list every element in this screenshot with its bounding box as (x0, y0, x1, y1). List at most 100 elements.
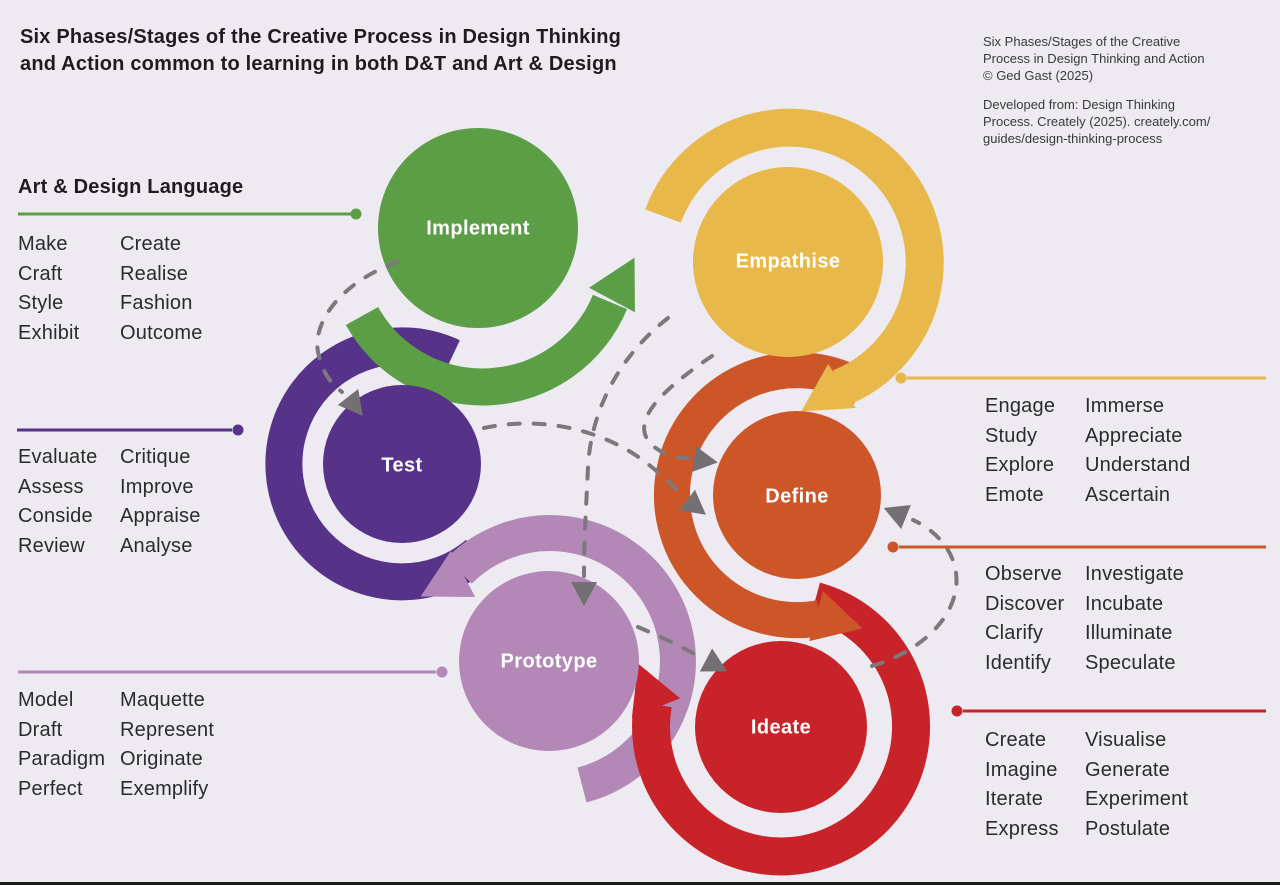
prototype-leader-dot (436, 666, 448, 678)
word: Realise (120, 262, 189, 285)
empathise-arrowhead (801, 363, 856, 412)
credit-block: Six Phases/Stages of the Creative Proces… (983, 33, 1210, 159)
test-circle (323, 385, 481, 543)
word: Illuminate (1085, 622, 1173, 644)
word: Craft (18, 262, 63, 285)
define-label: Define (765, 485, 829, 508)
connector-ideate-to-define (870, 518, 959, 668)
connector-arrowhead-define-upper (692, 446, 718, 472)
word: Imagine (985, 758, 1058, 781)
word: Represent (120, 718, 215, 741)
word: Immerse (1085, 395, 1165, 417)
ideate-leader-dot (951, 705, 963, 717)
word: Maquette (120, 689, 205, 711)
word: Create (120, 233, 182, 255)
ideate-swirl-arc (632, 582, 931, 876)
word: Generate (1085, 758, 1170, 781)
art-design-language-heading: Art & Design Language (18, 176, 244, 198)
ideate-label: Ideate (750, 716, 812, 739)
credit-source: Developed from: Design Thinking Process.… (983, 96, 1210, 147)
page-title-line1: Six Phases/Stages of the Creative Proces… (20, 26, 622, 48)
credit-line: Developed from: Design Thinking (983, 97, 1175, 112)
ideate-circle (695, 641, 867, 813)
connector-arrowhead-prototype (571, 582, 597, 606)
credit-line: Process in Design Thinking and Action (983, 51, 1205, 66)
word: Assess (18, 475, 84, 498)
word: Study (985, 424, 1038, 447)
connector-empathise-to-prototype (582, 316, 670, 578)
word: Speculate (1085, 651, 1176, 674)
word: Analyse (120, 534, 193, 557)
word: Understand (1085, 454, 1191, 476)
prototype-arrowhead (420, 551, 476, 597)
credit-line: Six Phases/Stages of the Creative (983, 34, 1181, 49)
word: Fashion (120, 292, 193, 314)
empathise-leader-dot (895, 372, 907, 384)
word: Express (985, 817, 1059, 840)
connector-test-to-define (482, 421, 685, 498)
connector-arrowhead-ideate (699, 648, 728, 672)
define-swirl-arc (653, 352, 873, 639)
word: Exemplify (120, 777, 209, 800)
word: Perfect (18, 777, 83, 800)
word: Explore (985, 454, 1055, 476)
word: Discover (985, 592, 1065, 615)
page-title: Six Phases/Stages of the Creative Proces… (20, 24, 621, 78)
implement-swirl-arc (345, 294, 628, 406)
ideate-arrowhead (631, 663, 681, 718)
word: Ascertain (1085, 483, 1171, 506)
word: Appraise (120, 505, 201, 527)
connector-arrowhead-define-right (883, 504, 911, 530)
word: Iterate (985, 788, 1044, 810)
define-circle (713, 411, 881, 579)
connector-arrowhead-test (337, 388, 363, 416)
word: Review (18, 534, 85, 557)
word: Visualise (1085, 729, 1167, 751)
define-leader-dot (887, 541, 899, 553)
define-arrowhead (809, 590, 863, 642)
word: Critique (120, 446, 191, 468)
empathise-swirl-arc (645, 108, 944, 406)
implement-arrowhead (589, 257, 635, 313)
word: Engage (985, 395, 1056, 417)
word: Observe (985, 563, 1062, 585)
test-label: Test (381, 454, 423, 477)
credit-line: Process. Creately (2025). creately.com/ (983, 114, 1211, 129)
word: Experiment (1085, 788, 1189, 810)
word: Appreciate (1085, 424, 1183, 447)
bottom-edge-divider (0, 882, 1280, 885)
prototype-label: Prototype (500, 650, 598, 673)
word: Incubate (1085, 592, 1164, 615)
implement-label: Implement (426, 217, 530, 240)
word: Paradigm (18, 748, 106, 770)
word: Model (18, 689, 74, 711)
empathise-circle (693, 167, 883, 357)
credit-line: guides/design-thinking-process (983, 131, 1163, 146)
credit-attribution: Six Phases/Stages of the Creative Proces… (983, 33, 1210, 84)
word: Originate (120, 748, 203, 770)
word: Clarify (985, 622, 1044, 644)
implement-leader-dot (350, 208, 362, 220)
word: Emote (985, 483, 1044, 506)
word: Identify (985, 651, 1052, 674)
credit-line: © Ged Gast (2025) (983, 68, 1094, 83)
test-leader-dot (232, 424, 244, 436)
connector-prototype-to-ideate (636, 625, 702, 659)
word: Create (985, 729, 1047, 751)
connector-implement-to-test (315, 260, 400, 394)
word: Make (18, 233, 68, 255)
empathise-word-list: Engage Immerse Study Appreciate Explore Und… (985, 392, 1190, 510)
word: Postulate (1085, 817, 1171, 840)
empathise-label: Empathise (735, 250, 841, 273)
word: Conside (18, 505, 93, 527)
connector-arrowhead-define-lower (678, 489, 706, 515)
word: Outcome (120, 321, 203, 344)
page-title-line2: and Action common to learning in both D&… (20, 53, 617, 75)
word: Exhibit (18, 321, 80, 344)
